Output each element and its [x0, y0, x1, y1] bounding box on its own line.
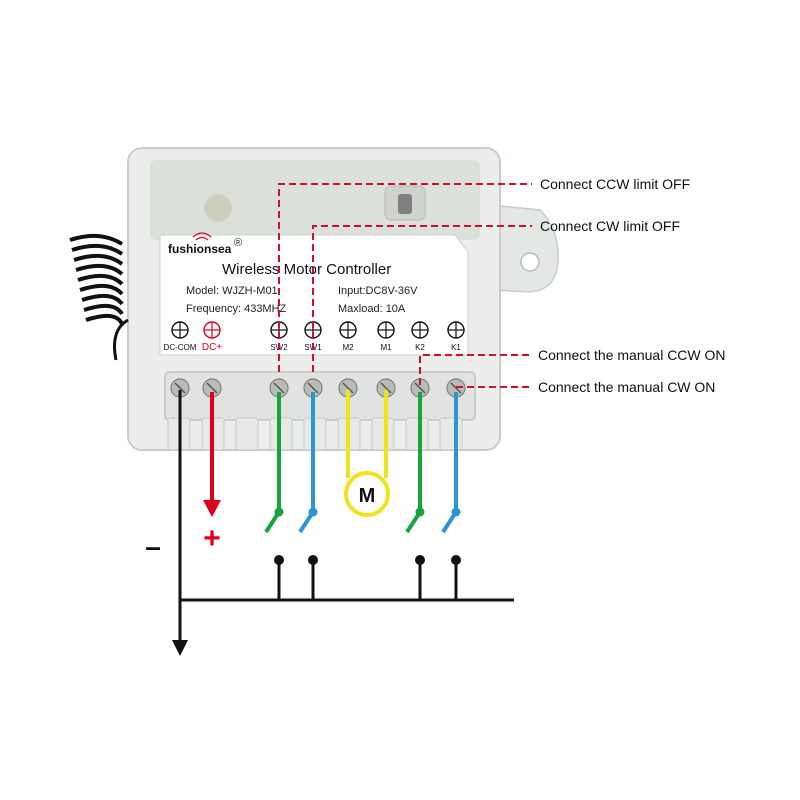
terminal-fin	[405, 417, 429, 451]
terminal-label-m2: M2	[342, 343, 354, 352]
antenna-turn	[83, 303, 124, 316]
red-arrow	[203, 500, 221, 517]
plus-sign: +	[203, 522, 221, 555]
screw-slot	[206, 382, 218, 394]
callout-line-manual-ccw	[419, 354, 532, 385]
callout-line-ccw-limit	[278, 183, 532, 372]
module-title: Wireless Motor Controller	[222, 261, 391, 278]
screw-slot	[342, 382, 354, 394]
motor-label: M	[359, 485, 376, 507]
terminal-label-k1: K1	[451, 343, 461, 352]
switch-blade-k2	[405, 510, 422, 534]
antenna-turn	[79, 283, 124, 296]
controller-module: fushionsea ® Wireless Motor Controller M…	[127, 147, 559, 451]
switch-blade-sw1	[298, 510, 315, 534]
antenna-turn	[69, 233, 124, 246]
antenna-turn	[71, 243, 124, 256]
antenna-turn	[85, 313, 124, 326]
screw-slot	[174, 382, 186, 394]
switch-blade-sw2	[264, 510, 281, 534]
wireless-icon	[192, 232, 212, 241]
wiring: M	[172, 390, 514, 656]
antenna-turn	[81, 293, 124, 306]
antenna-turn	[77, 273, 124, 286]
terminal-fin	[439, 417, 463, 451]
mounting-ear	[489, 204, 559, 293]
screw-slot	[380, 382, 392, 394]
pcb-shadow	[150, 160, 480, 240]
registered-mark: ®	[234, 237, 242, 249]
maxload-text: Maxload: 10A	[338, 303, 406, 315]
screw-slot	[273, 382, 285, 394]
terminal-fins	[167, 417, 463, 451]
mounting-hole	[520, 252, 540, 272]
terminal-label-k2: K2	[415, 343, 425, 352]
callout-manual-cw: Connect the manual CW ON	[538, 379, 715, 395]
callout-line-cw-limit	[312, 225, 532, 372]
callouts: Connect CCW limit OFF Connect CW limit O…	[278, 176, 726, 395]
pcb-component	[204, 194, 232, 222]
antenna-turn	[75, 263, 124, 276]
antenna-coil	[69, 233, 129, 361]
terminal-label-dc-com: DC-COM	[164, 343, 197, 352]
input-text: Input:DC8V-36V	[338, 285, 418, 297]
callout-manual-ccw: Connect the manual CCW ON	[538, 347, 726, 363]
terminal-fin	[371, 417, 395, 451]
brand-name: fushionsea	[168, 242, 232, 256]
model-text: Model: WJZH-M01	[186, 285, 278, 297]
callout-cw-limit: Connect CW limit OFF	[540, 218, 680, 234]
ground-arrow	[172, 640, 188, 656]
motor-symbol	[344, 471, 390, 517]
minus-sign: –	[145, 531, 161, 562]
terminal-label-m1: M1	[380, 343, 392, 352]
frequency-text: Frequency: 433MHZ	[186, 303, 287, 315]
switch-blade-k1	[441, 510, 458, 534]
screw-slot	[414, 382, 426, 394]
terminal-label-dc: DC+	[202, 342, 222, 353]
terminal-fin	[235, 417, 259, 451]
callout-ccw-limit: Connect CCW limit OFF	[540, 176, 690, 192]
antenna-turn	[73, 253, 124, 266]
screw-slot	[307, 382, 319, 394]
pcb-relay-slot	[398, 194, 412, 214]
